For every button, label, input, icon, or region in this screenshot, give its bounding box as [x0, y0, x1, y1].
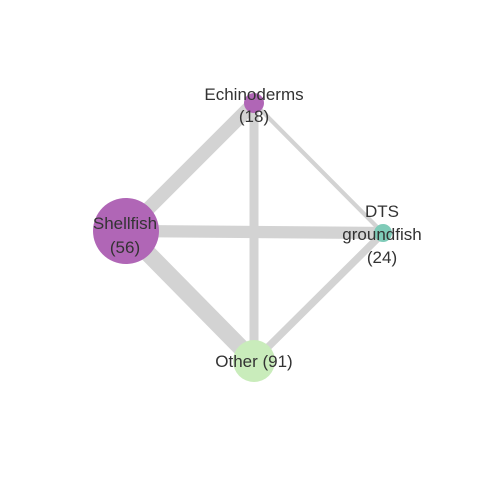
node-label-shellfish: Shellfish (56)	[93, 214, 157, 257]
node-shellfish	[93, 198, 159, 264]
edge-echinoderms-dts	[252, 101, 385, 235]
node-label-line: DTS	[365, 202, 399, 221]
node-label-dts: DTS groundfish (24)	[342, 202, 421, 267]
node-label-line: (56)	[110, 238, 140, 257]
node-label-echinoderms: Echinoderms (18)	[204, 85, 303, 126]
node-label-line: Echinoderms	[204, 85, 303, 104]
node-echinoderms	[244, 93, 264, 113]
node-label-line: Other (91)	[215, 352, 292, 371]
node-label-line: (18)	[239, 107, 269, 126]
node-label-line: Shellfish	[93, 214, 157, 233]
labels-layer: Echinoderms (18) Shellfish (56) DTS groundfis…	[93, 85, 422, 371]
edge-dts-other	[251, 230, 386, 364]
nodes-layer	[93, 93, 392, 382]
node-label-line: (24)	[367, 248, 397, 267]
node-dts	[374, 224, 392, 242]
node-label-other: Other (91)	[215, 352, 292, 371]
node-label-line: groundfish	[342, 225, 421, 244]
node-other	[233, 340, 275, 382]
